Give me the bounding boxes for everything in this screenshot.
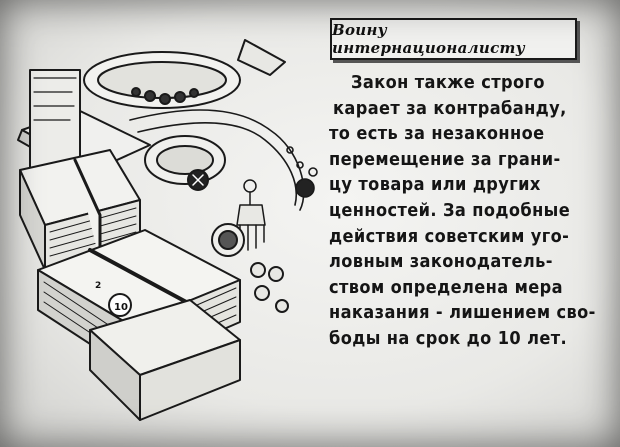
text-line: действия советским уго-: [329, 225, 570, 247]
currency-bundle-left: [19, 149, 141, 271]
bill-denomination-label: 10: [114, 302, 128, 313]
bracelet: [83, 51, 241, 109]
page-title: Воину интернационалисту: [332, 21, 525, 57]
ring: [144, 135, 226, 191]
text-line: наказания - лишением сво-: [329, 302, 596, 324]
contraband-illustration: 10 2: [17, 39, 318, 421]
text-line: то есть за незаконное: [329, 123, 545, 145]
text-line: ством определена мера: [329, 276, 563, 298]
text-line: боды на срок до 10 лет.: [329, 327, 568, 349]
text-line: ценностей. За подобные: [329, 199, 571, 221]
beads: [250, 262, 289, 313]
text-line: карает за контрабанду,: [333, 97, 567, 119]
bill-bundle-label: 2: [95, 281, 101, 291]
law-text-block: Закон также строго карает за контрабанду,…: [305, 70, 605, 352]
chain-necklace: [129, 109, 318, 211]
title-frame: Воину интернационалисту: [330, 18, 577, 60]
coin: [211, 223, 245, 257]
currency-bundle-bottom: [89, 299, 241, 421]
text-line: Закон также строго: [351, 72, 545, 93]
text-line: цу товара или других: [329, 174, 541, 196]
text-line: ловным законодатель-: [329, 251, 553, 273]
paper-stack: [17, 39, 286, 183]
text-line: перемещение за грани-: [329, 148, 561, 170]
